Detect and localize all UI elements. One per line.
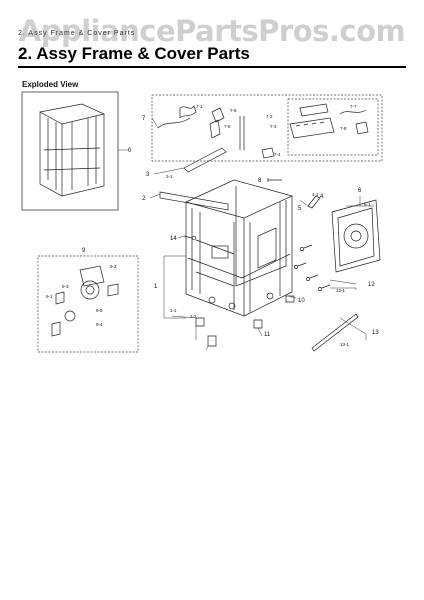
section-title: 2. Assy Frame & Cover Parts bbox=[18, 44, 250, 63]
header-small-label: 2. Assy Frame & Cover Parts bbox=[18, 30, 136, 37]
callout-9-5: 9-5 bbox=[96, 308, 103, 313]
part-7-group bbox=[151, 94, 383, 162]
callout-12: 12 bbox=[368, 282, 375, 288]
callout-6: 6 bbox=[358, 188, 362, 194]
callout-labels: 0 7 7-1 7-5 7-6 7-2 7-3 7-4 7-7 7-8 3 3-… bbox=[46, 104, 379, 347]
callout-7: 7 bbox=[142, 116, 146, 122]
callout-7-5: 7-5 bbox=[230, 108, 237, 113]
part-2-rail bbox=[159, 191, 229, 211]
part-12-pins bbox=[294, 244, 331, 291]
callout-4-1: 4-1 bbox=[312, 192, 319, 197]
callout-3-1: 3-1 bbox=[166, 174, 173, 179]
callout-8: 8 bbox=[258, 178, 262, 184]
callout-10: 10 bbox=[298, 298, 305, 304]
callout-4: 4 bbox=[320, 194, 324, 200]
part-7-components bbox=[157, 103, 369, 159]
callout-1: 1 bbox=[154, 284, 158, 290]
leader-lines bbox=[118, 117, 374, 351]
callout-0: 0 bbox=[128, 148, 132, 154]
part-9-group bbox=[37, 255, 139, 353]
part-10-11-feet bbox=[195, 295, 295, 347]
part-6-panel bbox=[331, 199, 381, 273]
callout-7-4: 7-4 bbox=[274, 152, 281, 157]
callout-11: 11 bbox=[264, 332, 271, 338]
callout-3: 3 bbox=[146, 172, 150, 178]
callout-12-1: 12-1 bbox=[336, 288, 346, 293]
callout-9-3: 9-3 bbox=[62, 284, 69, 289]
part-13-rod bbox=[311, 313, 359, 352]
watermark: AppliancePartsPros.com bbox=[18, 14, 406, 48]
callout-1-2: 1-2 bbox=[190, 314, 197, 319]
callout-7-3: 7-3 bbox=[270, 124, 277, 129]
callout-5: 5 bbox=[298, 206, 302, 212]
callout-13-1: 13-1 bbox=[340, 342, 350, 347]
callout-7-6: 7-6 bbox=[224, 124, 231, 129]
callout-7-2: 7-2 bbox=[266, 114, 273, 119]
callout-7-1: 7-1 bbox=[196, 104, 203, 109]
part-4-5 bbox=[307, 195, 321, 209]
cabinet-frame bbox=[184, 179, 294, 317]
part-0-inset bbox=[21, 91, 119, 211]
callout-7-8: 7-8 bbox=[340, 126, 347, 131]
callout-1-1: 1-1 bbox=[170, 308, 177, 313]
part-8-screw bbox=[267, 178, 282, 182]
callout-2: 2 bbox=[142, 196, 146, 202]
title-rule bbox=[18, 66, 406, 68]
callout-9-1: 9-1 bbox=[46, 294, 53, 299]
callout-13: 13 bbox=[372, 330, 379, 336]
callout-7-7: 7-7 bbox=[350, 104, 357, 109]
callout-14: 14 bbox=[170, 236, 177, 242]
callout-9: 9 bbox=[82, 248, 86, 254]
part-14 bbox=[183, 235, 197, 241]
callout-9-4: 9-4 bbox=[96, 322, 103, 327]
exploded-view-label: Exploded View bbox=[22, 80, 79, 89]
callout-9-2: 9-2 bbox=[110, 264, 117, 269]
part-3-bracket bbox=[183, 147, 227, 173]
callout-6-1: 6-1 bbox=[364, 202, 371, 207]
